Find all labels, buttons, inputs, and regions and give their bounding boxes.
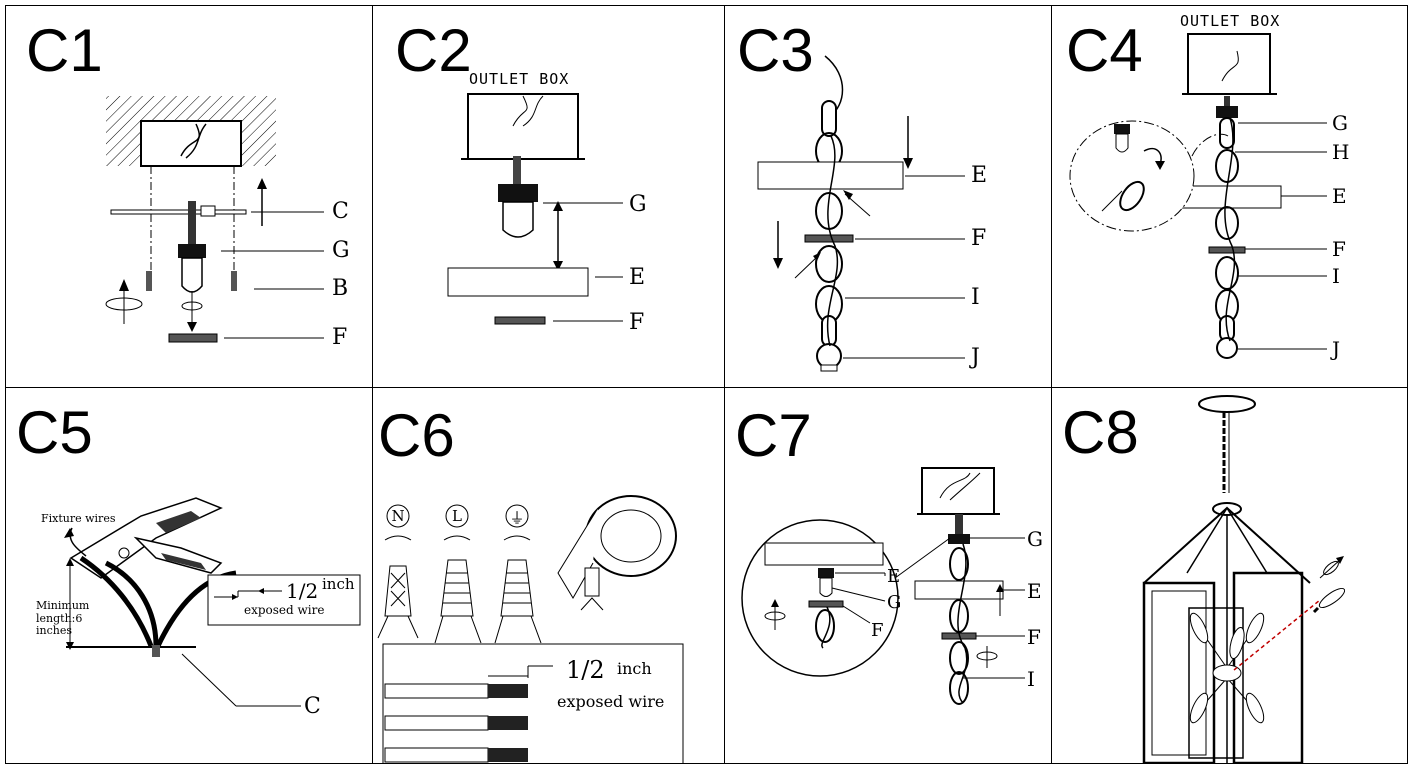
label-g: G <box>629 192 647 217</box>
step-c7-illustration <box>741 467 1025 705</box>
label-j: J <box>971 345 980 370</box>
inch-unit: inch <box>322 575 355 593</box>
label-g: G <box>332 238 350 263</box>
label-f: F <box>332 325 348 350</box>
step-title: C4 <box>1066 17 1143 84</box>
label-f: F <box>629 310 645 335</box>
exposed-wire-label: exposed wire <box>557 692 665 711</box>
neutral-symbol: N <box>391 507 405 525</box>
step-title: C7 <box>735 402 812 469</box>
step-c6-panel: C6 N L ⏚ 1/2 inch exposed wire <box>372 387 725 764</box>
label-e: E <box>629 265 646 290</box>
zoom-label-e: E <box>887 566 901 587</box>
ground-icon: ⏚ <box>509 509 525 527</box>
step-c5-illustration <box>64 497 361 707</box>
step-title: C5 <box>16 399 93 466</box>
label-i: I <box>1027 667 1035 691</box>
half-inch-value: 1/2 <box>566 656 605 684</box>
step-c1-panel: C1 C G B F <box>5 5 373 388</box>
step-c7-panel: C7 G E F I E G F <box>724 387 1052 764</box>
minimum-length-label: Minimum length:6 inches <box>36 599 90 638</box>
label-c: C <box>332 199 349 224</box>
label-g: G <box>1332 111 1348 135</box>
label-i: I <box>1332 264 1340 288</box>
step-title: C3 <box>737 17 814 84</box>
step-title: C1 <box>26 17 103 84</box>
step-title: C2 <box>395 17 472 84</box>
live-symbol: L <box>452 507 462 525</box>
outlet-box-label: OUTLET BOX <box>1180 12 1281 30</box>
zoom-label-f: F <box>871 620 884 641</box>
half-inch-value: 1/2 <box>286 579 319 603</box>
label-f: F <box>971 226 987 251</box>
step-c4-panel: C4 OUTLET BOX G H E F I J <box>1051 5 1408 388</box>
step-c3-panel: C3 E F I J <box>724 5 1052 388</box>
label-e: E <box>971 163 988 188</box>
step-c1-illustration <box>105 96 324 343</box>
step-c2-illustration <box>447 93 623 325</box>
label-f: F <box>1027 625 1041 649</box>
step-c5-panel: C5 Fixture wires Minimum length:6 inches… <box>5 387 373 764</box>
label-e: E <box>1332 184 1347 208</box>
step-title: C6 <box>378 402 455 469</box>
label-j: J <box>1332 337 1341 361</box>
exposed-wire-label: exposed wire <box>244 603 325 617</box>
label-b: B <box>332 276 349 301</box>
label-g: G <box>1027 527 1043 551</box>
step-c2-panel: C2 OUTLET BOX G E F <box>372 5 725 388</box>
step-c8-illustration <box>1142 395 1346 763</box>
step-c4-illustration <box>1069 33 1327 359</box>
label-e: E <box>1027 579 1042 603</box>
step-c8-panel: C8 <box>1051 387 1408 764</box>
outlet-box-label: OUTLET BOX <box>469 70 570 88</box>
fixture-wires-label: Fixture wires <box>41 512 116 525</box>
step-c6-illustration <box>377 495 684 763</box>
label-f: F <box>1332 237 1346 261</box>
step-c3-illustration <box>757 55 965 372</box>
zoom-label-g: G <box>887 592 902 613</box>
label-i: I <box>971 285 980 310</box>
label-h: H <box>1332 140 1350 164</box>
step-title: C8 <box>1062 399 1139 466</box>
inch-unit: inch <box>617 659 652 678</box>
label-c: C <box>304 694 321 719</box>
